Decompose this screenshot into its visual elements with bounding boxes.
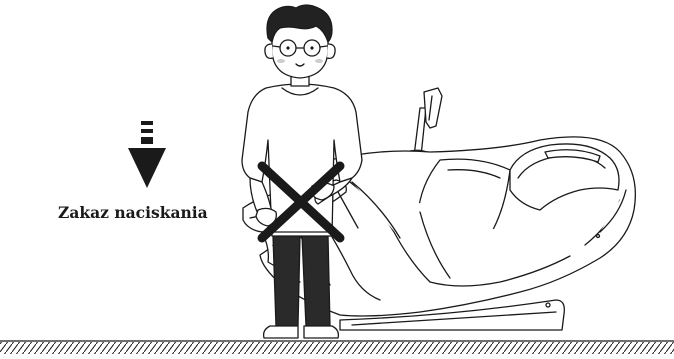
warning-label: Zakaz naciskania (58, 203, 208, 222)
remote-control-stand (406, 88, 442, 158)
downward-pressure-arrow-icon (128, 121, 166, 188)
person-shoes (264, 326, 339, 338)
person-head (265, 5, 335, 86)
hatched-floor (0, 341, 674, 354)
